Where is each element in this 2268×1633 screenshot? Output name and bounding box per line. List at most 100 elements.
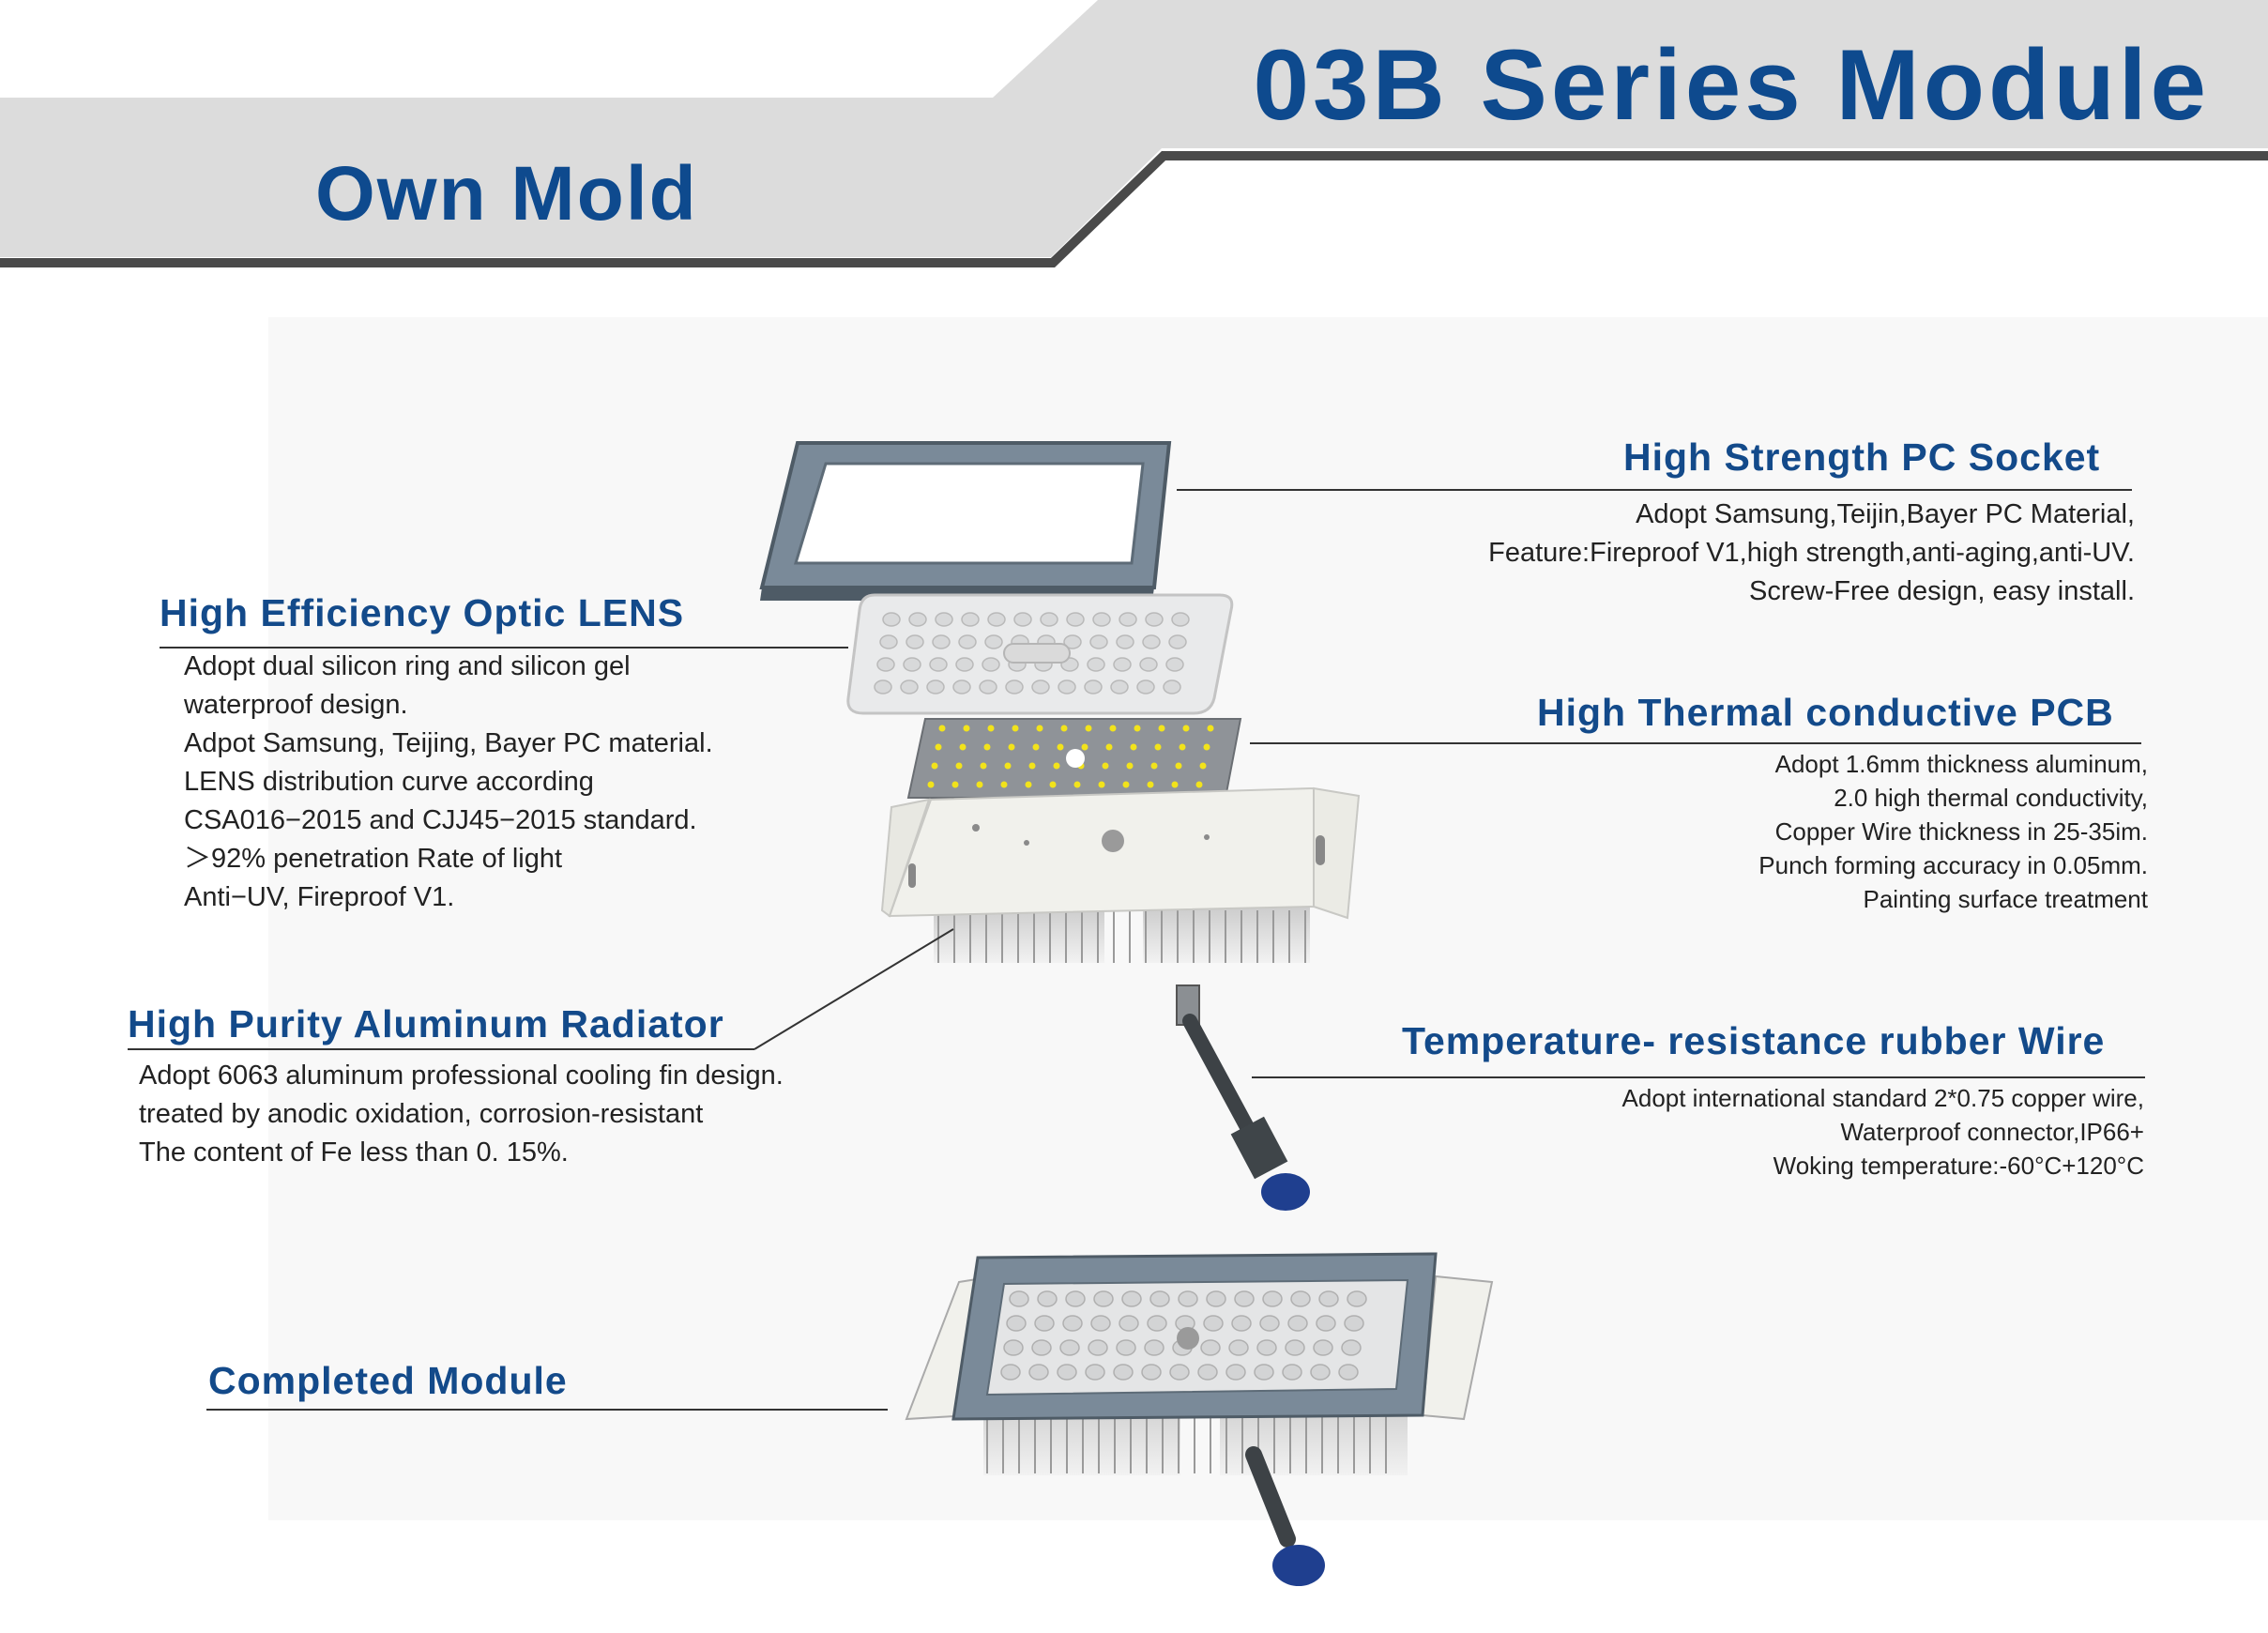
radiator-description: Adopt 6063 aluminum professional cooling… bbox=[139, 1057, 784, 1172]
pcb-line: Copper Wire thickness in 25-35im. bbox=[1774, 817, 2148, 846]
lens-dome bbox=[1089, 634, 1108, 649]
page-title: 03B Series Module bbox=[1253, 28, 2210, 141]
lens-dome bbox=[1092, 612, 1111, 627]
lens-dome bbox=[1059, 1339, 1080, 1356]
lens-dome bbox=[1169, 1364, 1190, 1381]
lens-dome bbox=[1028, 1364, 1049, 1381]
completed-title: Completed Module bbox=[208, 1359, 568, 1402]
led-chip bbox=[1179, 743, 1186, 751]
lens-dome bbox=[955, 657, 974, 672]
lens-dome bbox=[1003, 1339, 1024, 1356]
led-chip bbox=[1025, 781, 1032, 788]
led-chip bbox=[935, 743, 942, 751]
lens-dome bbox=[876, 657, 895, 672]
led-chip bbox=[1000, 781, 1008, 788]
led-chip bbox=[1154, 743, 1162, 751]
lens-dome bbox=[1063, 634, 1082, 649]
lens-dome bbox=[1090, 1315, 1111, 1332]
lens-dome bbox=[1338, 1364, 1359, 1381]
pcb-line: Painting surface treatment bbox=[1863, 885, 2149, 913]
lens-dome bbox=[882, 612, 901, 627]
lens-dome bbox=[1234, 1290, 1255, 1307]
led-chip bbox=[980, 762, 987, 770]
lens-dome bbox=[1206, 1290, 1226, 1307]
lens-dome bbox=[1136, 679, 1155, 694]
rubber-wire-connector bbox=[1176, 984, 1310, 1211]
optic-lens bbox=[846, 593, 1234, 715]
lens-dome bbox=[1347, 1290, 1367, 1307]
lens-dome bbox=[1171, 612, 1190, 627]
wire-line: Waterproof connector,IP66+ bbox=[1840, 1118, 2144, 1146]
lens-dome bbox=[1228, 1339, 1249, 1356]
led-chip bbox=[1126, 762, 1134, 770]
lens-dome bbox=[1203, 1315, 1224, 1332]
lens-dome bbox=[1031, 679, 1050, 694]
led-chip bbox=[1081, 743, 1088, 751]
radiator-title: High Purity Aluminum Radiator bbox=[128, 1002, 724, 1045]
lens-dome bbox=[984, 634, 1003, 649]
led-chip bbox=[1073, 781, 1081, 788]
lens-dome bbox=[1113, 1364, 1134, 1381]
lens-dome bbox=[1034, 1315, 1055, 1332]
lens-dome bbox=[1200, 1339, 1221, 1356]
led-chip bbox=[931, 762, 938, 770]
lens-dome bbox=[1085, 1364, 1105, 1381]
completed-module bbox=[905, 1252, 1494, 1586]
lens-dome bbox=[1119, 612, 1137, 627]
lens-dome bbox=[961, 612, 980, 627]
lens-dome bbox=[1287, 1315, 1308, 1332]
pc-socket-frame bbox=[759, 441, 1172, 601]
led-chip bbox=[938, 725, 946, 732]
led-chip bbox=[987, 725, 995, 732]
lens-dome bbox=[874, 679, 892, 694]
lens-dome bbox=[1066, 612, 1085, 627]
aluminum-radiator bbox=[880, 786, 1361, 963]
lens-dome bbox=[906, 634, 924, 649]
led-chip bbox=[1032, 743, 1040, 751]
led-chip bbox=[1036, 725, 1043, 732]
wire-line: Woking temperature:-60°C+120°C bbox=[1773, 1152, 2144, 1180]
lens-dome bbox=[1058, 679, 1076, 694]
pcb-title: High Thermal conductive PCB bbox=[1537, 691, 2114, 734]
lens-line: Anti−UV, Fireproof V1. bbox=[184, 882, 455, 912]
lens-dome bbox=[1119, 1315, 1139, 1332]
lens-dome bbox=[1005, 679, 1024, 694]
lens-dome bbox=[1344, 1315, 1364, 1332]
led-chip bbox=[963, 725, 970, 732]
lens-dome bbox=[926, 679, 945, 694]
led-chip bbox=[1053, 762, 1060, 770]
socket-title: High Strength PC Socket bbox=[1623, 435, 2101, 479]
radiator-line: The content of Fe less than 0. 15%. bbox=[139, 1137, 569, 1168]
led-chip bbox=[1004, 762, 1012, 770]
led-chip bbox=[1057, 743, 1064, 751]
lens-dome bbox=[1197, 1364, 1218, 1381]
lens-dome bbox=[982, 657, 1000, 672]
lens-dome bbox=[1057, 1364, 1077, 1381]
section-subtitle: Own Mold bbox=[315, 151, 698, 237]
lens-dome bbox=[935, 612, 953, 627]
lens-dome bbox=[1282, 1364, 1302, 1381]
led-chip bbox=[1098, 781, 1105, 788]
lens-dome bbox=[1285, 1339, 1305, 1356]
lens-description: Adopt dual silicon ring and silicon gel … bbox=[184, 648, 713, 917]
lens-dome bbox=[1168, 634, 1187, 649]
lens-dome bbox=[1147, 1315, 1167, 1332]
lens-dome bbox=[1316, 1315, 1336, 1332]
led-chip bbox=[927, 781, 935, 788]
lens-dome bbox=[1013, 612, 1032, 627]
socket-line: Feature:Fireproof V1,high strength,anti-… bbox=[1488, 538, 2135, 568]
lens-dome bbox=[1141, 1364, 1162, 1381]
radiator-line: Adopt 6063 aluminum professional cooling… bbox=[139, 1061, 784, 1091]
lens-dome bbox=[1318, 1290, 1339, 1307]
led-chip bbox=[1199, 762, 1207, 770]
lens-dome bbox=[1341, 1339, 1362, 1356]
lens-title: High Efficiency Optic LENS bbox=[160, 591, 685, 634]
led-chip bbox=[1060, 725, 1068, 732]
lens-dome bbox=[1116, 1339, 1136, 1356]
leader-radiator bbox=[753, 928, 954, 1050]
socket-line: Adopt Samsung,Teijin,Bayer PC Material, bbox=[1636, 499, 2135, 529]
wire-line: Adopt international standard 2*0.75 copp… bbox=[1621, 1084, 2144, 1112]
led-chip bbox=[1147, 781, 1154, 788]
led-chip bbox=[959, 743, 967, 751]
